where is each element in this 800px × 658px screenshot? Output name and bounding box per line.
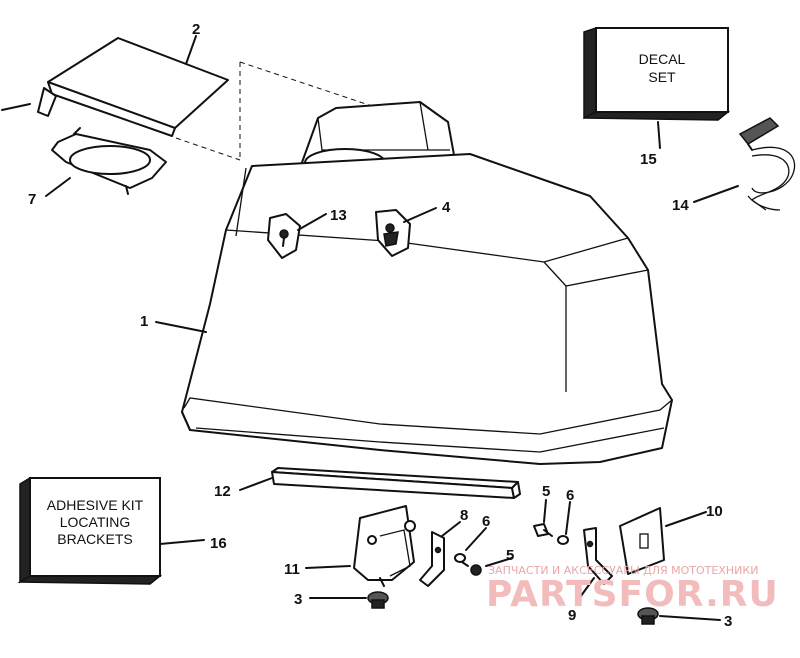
callout-6-left: 6 bbox=[482, 513, 490, 530]
clip-part-8 bbox=[419, 531, 445, 587]
callout-1: 1 bbox=[140, 313, 148, 330]
engine-cowl-part-1 bbox=[181, 101, 673, 465]
watermark-brand: PARTSFOR.RU bbox=[486, 574, 779, 615]
callout-14: 14 bbox=[672, 197, 689, 214]
callout-2: 2 bbox=[192, 21, 200, 38]
callout-labels: 2 7 1 13 4 15 14 12 16 11 8 6 5 5 6 9 10… bbox=[28, 21, 732, 630]
screw-part-5-left bbox=[461, 561, 482, 576]
grommet-part-7 bbox=[51, 127, 167, 195]
callout-3-right: 3 bbox=[724, 613, 732, 630]
clip-part-9 bbox=[583, 527, 613, 585]
bracket-part-13 bbox=[267, 213, 301, 259]
knob-part-3-right bbox=[637, 607, 659, 625]
kit-box-line-1: ADHESIVE KIT bbox=[47, 497, 144, 513]
callout-5-left: 5 bbox=[506, 547, 514, 564]
adhesive-kit-box bbox=[17, 476, 163, 585]
leader-lines bbox=[45, 35, 739, 621]
callout-16: 16 bbox=[210, 535, 227, 552]
washer-part-6-right bbox=[557, 535, 569, 545]
decal-set-box bbox=[583, 26, 731, 121]
knob-part-3-left bbox=[367, 591, 389, 609]
callout-6-right: 6 bbox=[566, 487, 574, 504]
screw-part-5-right bbox=[533, 523, 553, 537]
callout-10: 10 bbox=[706, 503, 723, 520]
callout-15: 15 bbox=[640, 151, 657, 168]
kit-box-line-3: BRACKETS bbox=[57, 531, 132, 547]
callout-3-left: 3 bbox=[294, 591, 302, 608]
watermark-caption: ЗАПЧАСТИ И АКСЕССУАРЫ ДЛЯ МОТОТЕХНИКИ bbox=[488, 564, 758, 577]
callout-12: 12 bbox=[214, 483, 231, 500]
locating-bracket-part-11 bbox=[353, 505, 416, 587]
callout-7: 7 bbox=[28, 191, 36, 208]
bracket-part-4 bbox=[375, 209, 411, 257]
decal-box-line-1: DECAL bbox=[639, 51, 686, 67]
cable-part-14 bbox=[738, 117, 796, 211]
kit-box-line-2: LOCATING bbox=[60, 514, 131, 530]
cover-part-2 bbox=[1, 37, 229, 137]
callout-9: 9 bbox=[568, 607, 576, 624]
callout-8: 8 bbox=[460, 507, 468, 524]
washer-part-6-left bbox=[454, 553, 466, 563]
plate-part-10 bbox=[619, 507, 665, 575]
callout-11: 11 bbox=[284, 561, 300, 578]
decal-box-line-2: SET bbox=[648, 69, 676, 85]
seal-strip-part-12 bbox=[271, 467, 521, 499]
callout-4: 4 bbox=[442, 199, 451, 216]
callout-5-right: 5 bbox=[542, 483, 550, 500]
callout-13: 13 bbox=[330, 207, 347, 224]
